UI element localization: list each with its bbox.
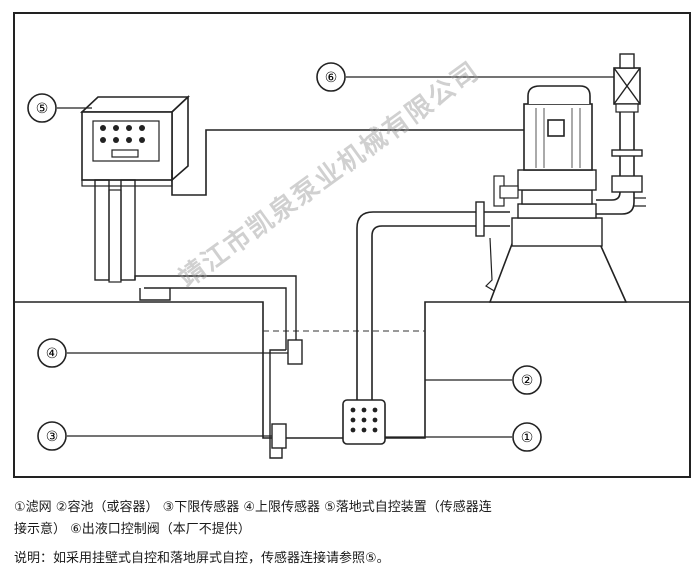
pump-unit xyxy=(488,85,628,303)
callout-3: ③ xyxy=(37,421,67,451)
legend-note: 说明：如采用挂壁式自控和落地屏式自控，传感器连接请参照⑤。 xyxy=(14,551,390,566)
callout-1: ① xyxy=(512,422,542,452)
callout-3-label: ③ xyxy=(46,429,59,445)
control-box xyxy=(79,95,548,459)
callout-6: ⑥ xyxy=(316,62,346,92)
legend-line-2: 接示意） ⑥出液口控制阀（本厂不提供） xyxy=(14,522,251,537)
callout-4: ④ xyxy=(37,338,67,368)
lower-sensor xyxy=(271,423,287,449)
outer-frame xyxy=(13,12,691,478)
callout-5: ⑤ xyxy=(27,93,57,123)
callout-2-label: ② xyxy=(521,373,534,389)
callout-6-label: ⑥ xyxy=(325,70,338,86)
callout-5-label: ⑤ xyxy=(36,101,49,117)
discharge-pipe xyxy=(596,53,646,215)
callout-1-label: ① xyxy=(521,430,534,446)
callout-4-label: ④ xyxy=(46,346,59,362)
suction-pipe xyxy=(342,201,510,445)
callout-2: ② xyxy=(512,365,542,395)
upper-sensor xyxy=(287,339,303,365)
legend-line-1: ①滤网 ②容池（或容器） ③下限传感器 ④上限传感器 ⑤落地式自控装置（传感器连 xyxy=(14,500,492,515)
